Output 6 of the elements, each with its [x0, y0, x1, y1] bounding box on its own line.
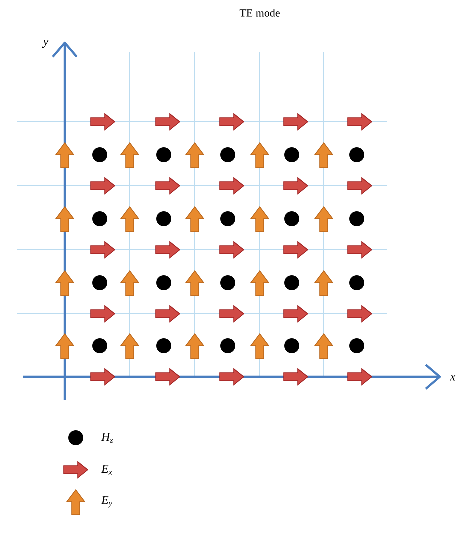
title: TE mode	[240, 9, 280, 17]
legend-label: H$_{z}$	[101, 433, 114, 443]
axis-label: y	[42, 40, 49, 48]
legend-label: E$_{y}$	[101, 496, 112, 508]
legend-label: E$_{x}$	[101, 465, 112, 475]
axis-label: x	[450, 375, 456, 381]
